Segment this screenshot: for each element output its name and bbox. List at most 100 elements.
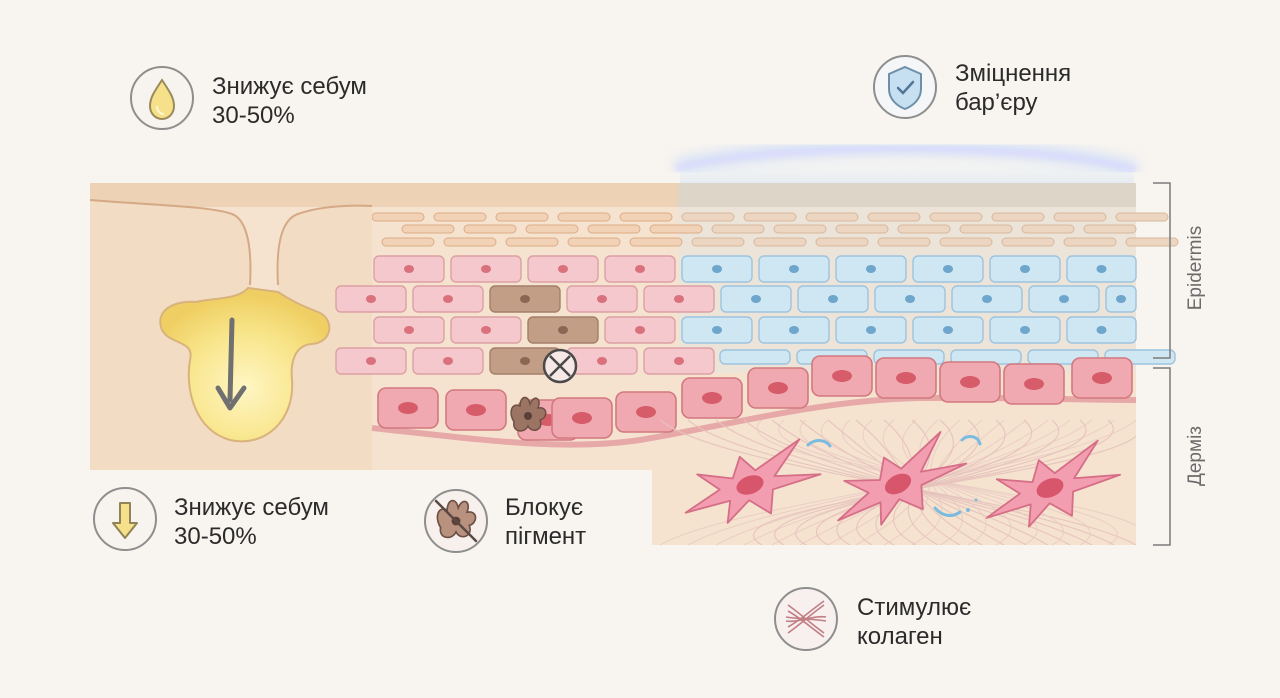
collagen-fibers bbox=[659, 419, 1136, 545]
barrier-line2: бар’єру bbox=[955, 89, 1038, 116]
hydrated-cell bbox=[912, 316, 984, 344]
melanocyte-blocked-icon bbox=[424, 489, 488, 553]
sebum-bottom-line2: 30-50% bbox=[174, 523, 257, 550]
basal-cell bbox=[1071, 357, 1133, 399]
corneum-flake bbox=[371, 212, 425, 222]
corneum-flake bbox=[681, 212, 735, 222]
basal-cell bbox=[551, 397, 613, 439]
basal-cell bbox=[615, 391, 677, 433]
hydrated-cell bbox=[835, 255, 907, 283]
sebum-bottom-label: Знижує себум 30-50% bbox=[174, 493, 329, 551]
corneum-flake bbox=[897, 224, 951, 234]
hydrated-cell bbox=[1066, 316, 1137, 344]
shield-check-icon bbox=[873, 55, 937, 119]
basal-cell bbox=[377, 387, 439, 429]
sebaceous-gland bbox=[159, 286, 331, 443]
hydrated-cell bbox=[989, 316, 1061, 344]
sebum-top-line2: 30-50% bbox=[212, 102, 295, 129]
epidermis-bracket bbox=[1153, 182, 1171, 359]
keratinocyte bbox=[412, 347, 484, 375]
fibroblasts bbox=[684, 431, 1122, 528]
corneum-flake bbox=[1053, 212, 1107, 222]
dermis-bracket bbox=[1153, 367, 1171, 546]
oil-drop-icon bbox=[130, 66, 194, 130]
corneum-flake bbox=[805, 212, 859, 222]
keratinocyte bbox=[450, 316, 522, 344]
corneum-flake bbox=[401, 224, 455, 234]
corneum-flake bbox=[381, 237, 435, 247]
keratinocyte bbox=[566, 285, 638, 313]
hydrated-cell bbox=[1028, 285, 1100, 313]
collagen-label: Стимулює колаген bbox=[857, 593, 971, 651]
corneum-flake bbox=[525, 224, 579, 234]
basal-cell bbox=[445, 389, 507, 431]
corneum-flake bbox=[1083, 224, 1137, 234]
corneum-flake bbox=[1125, 237, 1179, 247]
corneum-flake bbox=[505, 237, 559, 247]
basal-cell bbox=[747, 367, 809, 409]
hydrated-cell bbox=[681, 316, 753, 344]
keratinocyte bbox=[373, 255, 445, 283]
fibroblast bbox=[985, 439, 1122, 528]
keratinocyte bbox=[335, 347, 407, 375]
corneum-flake bbox=[867, 212, 921, 222]
corneum-flake bbox=[691, 237, 745, 247]
corneum-flake bbox=[1063, 237, 1117, 247]
fibroblast bbox=[684, 438, 822, 524]
hydrated-cell bbox=[1066, 255, 1137, 283]
keratinocyte bbox=[335, 285, 407, 313]
basal-cell bbox=[811, 355, 873, 397]
corneum-flake bbox=[773, 224, 827, 234]
keratinocyte bbox=[373, 316, 445, 344]
corneum-flake bbox=[753, 237, 807, 247]
epidermis-cells bbox=[335, 255, 1176, 375]
basal-cell bbox=[939, 361, 1001, 403]
fibroblast bbox=[837, 431, 968, 526]
pigmented-cell bbox=[489, 285, 561, 313]
hydrated-cell bbox=[835, 316, 907, 344]
corneum-flake bbox=[815, 237, 869, 247]
hydrated-cell bbox=[758, 255, 830, 283]
stratum-corneum-flakes bbox=[371, 212, 1179, 247]
hydrated-cell bbox=[951, 285, 1023, 313]
melanocyte bbox=[510, 396, 547, 432]
hydrated-cell bbox=[720, 285, 792, 313]
corneum-flake bbox=[587, 224, 641, 234]
hydrated-cell bbox=[912, 255, 984, 283]
corneum-flake bbox=[929, 212, 983, 222]
hyaluronic-droplets bbox=[806, 435, 982, 517]
corneum-flake bbox=[619, 212, 673, 222]
corneum-flake bbox=[1001, 237, 1055, 247]
keratinocyte bbox=[604, 316, 676, 344]
pigmented-cell bbox=[489, 347, 561, 375]
hydrated-cell bbox=[681, 255, 753, 283]
pigment-line2: пігмент bbox=[505, 523, 587, 550]
sebum-top-label: Знижує себум 30-50% bbox=[212, 72, 367, 130]
pigment-blocked-marker bbox=[542, 348, 578, 384]
pigmented-cell bbox=[527, 316, 599, 344]
collagen-line1: Стимулює bbox=[857, 594, 972, 621]
corneum-flake bbox=[629, 237, 683, 247]
corneum-flake bbox=[835, 224, 889, 234]
keratinocyte bbox=[527, 255, 599, 283]
corneum-flake bbox=[433, 212, 487, 222]
barrier-line1: Зміцнення bbox=[955, 60, 1072, 87]
epidermis-label: Epidermis bbox=[1185, 225, 1206, 311]
corneum-flake bbox=[991, 212, 1045, 222]
hydrated-cell bbox=[758, 316, 830, 344]
pigment-label: Блокує пігмент bbox=[505, 493, 586, 551]
collagen-fiber-icon bbox=[774, 587, 838, 651]
corneum-flake bbox=[567, 237, 621, 247]
corneum-flake bbox=[443, 237, 497, 247]
corneum-flake bbox=[463, 224, 517, 234]
keratinocyte bbox=[643, 285, 715, 313]
corneum-flake bbox=[939, 237, 993, 247]
hydrated-cell bbox=[874, 285, 946, 313]
keratinocyte bbox=[604, 255, 676, 283]
corneum-flake bbox=[711, 224, 765, 234]
sebum-bottom-line1: Знижує себум bbox=[174, 494, 329, 521]
dermis-label: Дерміз bbox=[1185, 426, 1206, 486]
corneum-flake bbox=[743, 212, 797, 222]
hydrated-cell bbox=[1105, 285, 1137, 313]
basal-cell bbox=[681, 377, 743, 419]
